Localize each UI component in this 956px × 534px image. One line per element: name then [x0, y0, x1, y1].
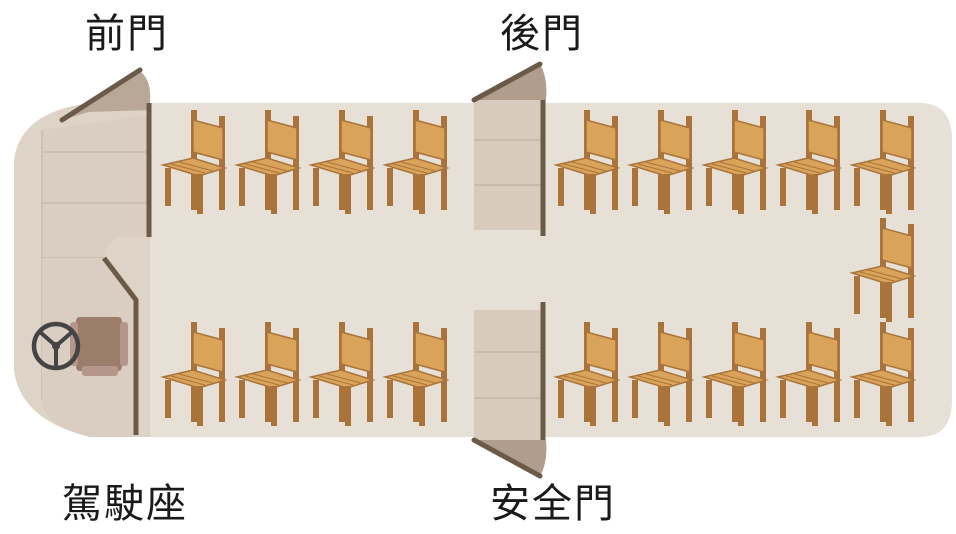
chair-icon	[160, 322, 228, 426]
chair-icon	[308, 322, 376, 426]
emergency-door-label: 安全門	[490, 481, 616, 527]
chairs-layer	[160, 110, 917, 426]
chair-icon	[775, 110, 843, 214]
chair-icon	[849, 322, 917, 426]
chair-icon	[553, 110, 621, 214]
chair-icon	[849, 110, 917, 214]
chair-icon	[234, 110, 302, 214]
chair-icon	[382, 110, 450, 214]
front-door-edge	[59, 67, 143, 123]
steering-wheel-icon	[31, 321, 81, 371]
chair-icon	[160, 110, 228, 214]
chair-icon	[308, 110, 376, 214]
rear-door-label: 後門	[500, 11, 584, 57]
chair-icon	[849, 218, 917, 322]
front-door-label: 前門	[85, 11, 169, 57]
rear-door-edge	[471, 61, 543, 103]
chair-icon	[627, 110, 695, 214]
chair-icon	[382, 322, 450, 426]
rear-door-panel	[474, 100, 542, 230]
driver-seat-label: 駕駛座	[62, 481, 188, 527]
chair-icon	[234, 322, 302, 426]
front-bench-panel	[42, 115, 148, 258]
chair-icon	[775, 322, 843, 426]
cab-partition-wall	[102, 256, 139, 435]
chair-icon	[701, 322, 769, 426]
emergency-door-edge	[471, 437, 543, 479]
emergency-door-panel	[474, 310, 542, 440]
chair-icon	[627, 322, 695, 426]
chair-icon	[701, 110, 769, 214]
driver-seat-icon	[70, 317, 128, 376]
chair-icon	[553, 322, 621, 426]
